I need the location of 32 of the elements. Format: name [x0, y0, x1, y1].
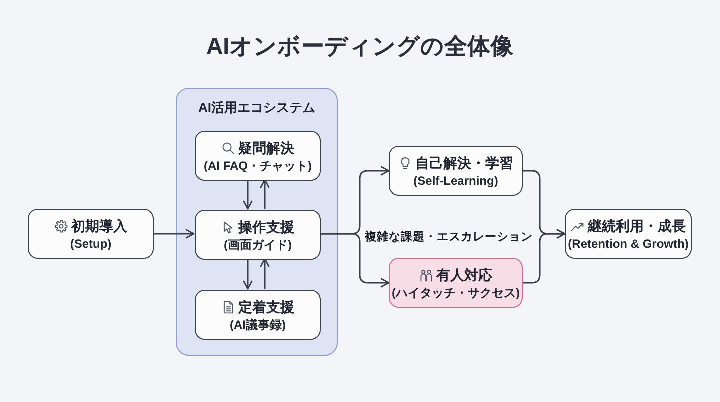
- edge-label: 複雑な課題・エスカレーション: [363, 230, 535, 246]
- process-box: [389, 146, 523, 196]
- heading-text: 定着支援: [238, 298, 294, 316]
- process-box: [195, 131, 321, 181]
- group-panel: [176, 88, 338, 356]
- process-box: [195, 290, 321, 340]
- arrow: [260, 258, 270, 289]
- process-box: [389, 258, 523, 308]
- process-box: [28, 209, 154, 259]
- subtitle-text: (AI議事録): [230, 316, 286, 332]
- title: AIオンボーディングの全体像: [206, 32, 514, 61]
- arrow: [523, 229, 566, 284]
- heading-text: 継続利用・成長: [588, 216, 686, 236]
- subtitle-text: (画面ガイド): [224, 236, 292, 252]
- heading-text: 自己解決・学習: [416, 154, 514, 172]
- arrow: [154, 229, 195, 239]
- subtitle-text: (ハイタッチ・サクセス): [392, 284, 520, 300]
- heading-text: 操作支援: [238, 218, 294, 236]
- subtitle-text: (Self-Learning): [414, 172, 498, 188]
- subtitle-text: (Setup): [70, 236, 112, 252]
- process-box: [565, 209, 692, 259]
- heading-text: 有人対応: [436, 266, 492, 284]
- subtitle-text: (AI FAQ・チャット): [204, 158, 312, 174]
- heading-text: 疑問解決: [238, 138, 294, 158]
- heading-text: 初期導入: [72, 216, 128, 236]
- arrow: [260, 179, 270, 209]
- arrow: [243, 259, 253, 290]
- panel-heading: AI活用エコシステム: [198, 99, 316, 117]
- process-box: [195, 210, 321, 260]
- subtitle-text: (Retention & Growth): [568, 236, 689, 252]
- arrow: [320, 233, 390, 288]
- arrow: [243, 180, 253, 210]
